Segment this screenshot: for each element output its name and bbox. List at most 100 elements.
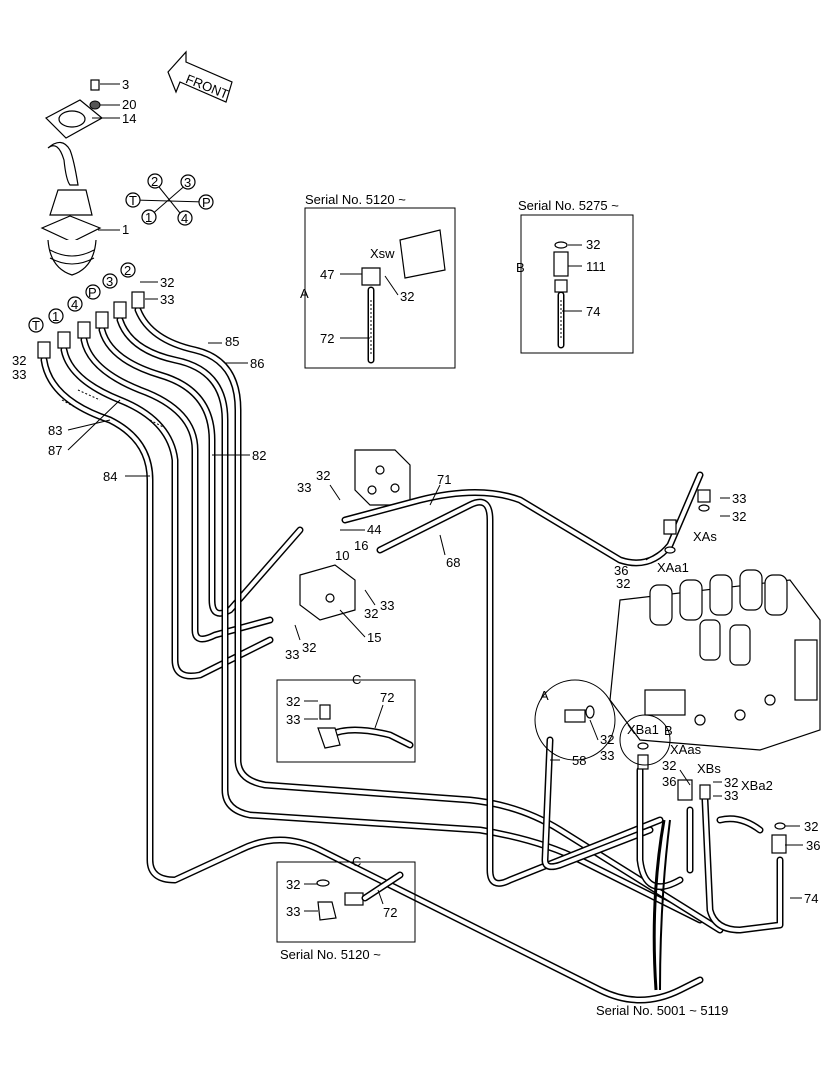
svg-text:83: 83 bbox=[48, 423, 62, 438]
svg-text:32: 32 bbox=[586, 237, 600, 252]
svg-text:36: 36 bbox=[806, 838, 820, 853]
port-xsw: Xsw bbox=[370, 246, 395, 261]
detail-box-c-lower bbox=[276, 861, 416, 943]
svg-text:1: 1 bbox=[145, 210, 152, 225]
detail-circle-b bbox=[619, 714, 671, 766]
svg-text:72: 72 bbox=[383, 905, 397, 920]
detail-letter-c-lower: C bbox=[352, 854, 361, 869]
svg-text:32: 32 bbox=[662, 758, 676, 773]
svg-text:3: 3 bbox=[184, 175, 191, 190]
control-valve bbox=[609, 569, 821, 751]
serial-label-bottom: Serial No. 5001 ~ 5119 bbox=[596, 1003, 728, 1018]
detail-box-a bbox=[304, 207, 456, 369]
svg-text:2: 2 bbox=[124, 263, 131, 278]
serial-label-a: Serial No. 5120 ~ bbox=[305, 192, 406, 207]
svg-text:4: 4 bbox=[181, 211, 188, 226]
valve-fittings bbox=[317, 489, 787, 854]
port-xbs: XBs bbox=[697, 761, 721, 776]
joystick-port-labels: T 1 4 P 3 2 bbox=[28, 262, 136, 333]
detail-circle-a bbox=[534, 679, 616, 761]
svg-text:32: 32 bbox=[302, 640, 316, 655]
joystick-assembly bbox=[40, 79, 104, 276]
svg-text:33: 33 bbox=[160, 292, 174, 307]
svg-text:32: 32 bbox=[286, 694, 300, 709]
svg-text:68: 68 bbox=[446, 555, 460, 570]
front-arrow: FRONT bbox=[167, 50, 233, 103]
svg-text:47: 47 bbox=[320, 267, 334, 282]
svg-text:36: 36 bbox=[614, 563, 628, 578]
svg-text:33: 33 bbox=[285, 647, 299, 662]
svg-text:T: T bbox=[129, 193, 137, 208]
svg-text:32: 32 bbox=[364, 606, 378, 621]
port-pattern: 2 3 P 4 1 T bbox=[125, 173, 214, 226]
svg-text:P: P bbox=[88, 285, 97, 300]
detail-letter-a: A bbox=[300, 286, 309, 301]
detail-letter-a-circle: A bbox=[540, 688, 549, 703]
svg-text:36: 36 bbox=[662, 774, 676, 789]
svg-text:3: 3 bbox=[122, 77, 129, 92]
svg-text:72: 72 bbox=[380, 690, 394, 705]
svg-text:2: 2 bbox=[151, 174, 158, 189]
svg-text:86: 86 bbox=[250, 356, 264, 371]
port-xas: XAs bbox=[693, 529, 717, 544]
svg-text:74: 74 bbox=[804, 891, 818, 906]
svg-text:1: 1 bbox=[52, 309, 59, 324]
svg-text:20: 20 bbox=[122, 97, 136, 112]
joystick-hoses bbox=[40, 306, 724, 1004]
detail-letter-c-upper: C bbox=[352, 672, 361, 687]
shuttle-block bbox=[299, 564, 356, 621]
detail-letter-b: B bbox=[516, 260, 525, 275]
detail-box-c-upper bbox=[276, 679, 416, 763]
svg-text:33: 33 bbox=[732, 491, 746, 506]
port-xba1: XBa1 bbox=[627, 722, 659, 737]
svg-text:32: 32 bbox=[12, 353, 26, 368]
svg-text:32: 32 bbox=[600, 732, 614, 747]
svg-text:33: 33 bbox=[12, 367, 26, 382]
port-xaa1: XAa1 bbox=[657, 560, 689, 575]
svg-text:33: 33 bbox=[286, 904, 300, 919]
svg-text:32: 32 bbox=[724, 775, 738, 790]
svg-text:33: 33 bbox=[380, 598, 394, 613]
svg-text:32: 32 bbox=[400, 289, 414, 304]
svg-text:87: 87 bbox=[48, 443, 62, 458]
svg-text:32: 32 bbox=[286, 877, 300, 892]
middle-hoses bbox=[326, 471, 784, 934]
svg-text:33: 33 bbox=[297, 480, 311, 495]
leader-lines bbox=[67, 83, 803, 912]
detail-box-b bbox=[520, 214, 634, 354]
mounting-block bbox=[354, 449, 411, 506]
svg-text:15: 15 bbox=[367, 630, 381, 645]
svg-text:10: 10 bbox=[335, 548, 349, 563]
svg-text:16: 16 bbox=[354, 538, 368, 553]
svg-text:33: 33 bbox=[286, 712, 300, 727]
port-xba2: XBa2 bbox=[741, 778, 773, 793]
svg-text:T: T bbox=[32, 318, 40, 333]
joystick-fittings bbox=[37, 291, 145, 359]
port-xaas: XAas bbox=[670, 742, 702, 757]
svg-text:32: 32 bbox=[616, 576, 630, 591]
svg-text:111: 111 bbox=[586, 259, 606, 274]
svg-text:4: 4 bbox=[71, 297, 78, 312]
svg-text:33: 33 bbox=[724, 788, 738, 803]
svg-text:72: 72 bbox=[320, 331, 334, 346]
svg-text:32: 32 bbox=[732, 509, 746, 524]
svg-text:33: 33 bbox=[600, 748, 614, 763]
svg-text:85: 85 bbox=[225, 334, 239, 349]
svg-text:58: 58 bbox=[572, 753, 586, 768]
svg-text:44: 44 bbox=[367, 522, 381, 537]
svg-text:3: 3 bbox=[106, 274, 113, 289]
detail-letter-b-circle: B bbox=[664, 723, 673, 738]
svg-text:84: 84 bbox=[103, 469, 117, 484]
svg-text:P: P bbox=[202, 195, 211, 210]
serial-label-b: Serial No. 5275 ~ bbox=[518, 198, 619, 213]
svg-text:74: 74 bbox=[586, 304, 600, 319]
svg-text:32: 32 bbox=[804, 819, 818, 834]
svg-text:32: 32 bbox=[316, 468, 330, 483]
svg-text:32: 32 bbox=[160, 275, 174, 290]
svg-text:14: 14 bbox=[122, 111, 136, 126]
serial-label-c-lower: Serial No. 5120 ~ bbox=[280, 947, 381, 962]
thick-wire-bundle bbox=[652, 819, 671, 991]
svg-text:1: 1 bbox=[122, 222, 129, 237]
part-numbers: 3 20 14 1 32 33 32 33 85 86 83 87 82 84 … bbox=[12, 77, 820, 920]
